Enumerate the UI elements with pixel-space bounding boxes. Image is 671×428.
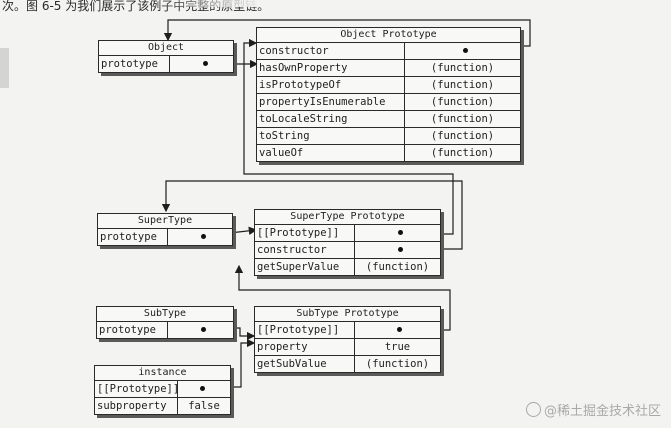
supertype-prototype-row: getSuperValue (function) <box>255 259 440 275</box>
row-value <box>177 381 230 397</box>
row-key: [[Prototype]] <box>257 227 340 239</box>
subtype-prototype-row: [[Prototype]] <box>255 322 440 339</box>
row-key: valueOf <box>259 147 304 159</box>
arrow-supertype-proto-to-object-prototype <box>243 38 454 235</box>
juejin-logo-icon <box>525 402 541 417</box>
supertype-box: SuperType prototype <box>97 213 233 246</box>
pointer-dot <box>201 234 206 239</box>
row-key: constructor <box>257 244 327 256</box>
row-value: (function) <box>404 111 520 127</box>
row-key: subproperty <box>97 400 167 412</box>
object-prototype-row: valueOf (function) <box>257 145 520 161</box>
row-value <box>169 56 233 72</box>
row-value: (function) <box>404 145 520 161</box>
row-value <box>404 43 520 59</box>
instance-row: [[Prototype]] <box>95 381 230 398</box>
object-box: Object prototype <box>98 40 234 73</box>
subtype-row-prototype: prototype <box>97 322 233 338</box>
pointer-dot <box>463 48 468 53</box>
watermark: @稀土掘金技术社区 <box>525 400 661 419</box>
instance-row: subproperty false <box>95 398 230 414</box>
row-key: [[Prototype]] <box>257 324 340 336</box>
object-prototype-box: Object Prototype constructor hasOwnPrope… <box>256 27 521 162</box>
pointer-dot <box>200 386 205 391</box>
row-value <box>354 242 440 258</box>
arrow-constructor-to-supertype <box>161 180 463 250</box>
object-box-title: Object <box>99 41 233 56</box>
subtype-prototype-title: SubType Prototype <box>255 307 440 322</box>
pointer-dot <box>397 327 402 332</box>
row-key: constructor <box>259 45 329 57</box>
subtype-prototype-row: getSubValue (function) <box>255 356 440 372</box>
pointer-dot <box>203 61 208 66</box>
row-key: getSuperValue <box>257 261 340 273</box>
supertype-prototype-row: [[Prototype]] <box>255 225 440 242</box>
object-row-prototype: prototype <box>99 56 233 72</box>
row-key: toString <box>259 130 310 142</box>
row-value: true <box>354 339 440 355</box>
subtype-prototype-box: SubType Prototype [[Prototype]] property… <box>254 306 441 373</box>
subtype-box: SubType prototype <box>96 306 234 339</box>
subtype-prototype-row: property true <box>255 339 440 356</box>
pointer-dot <box>398 247 403 252</box>
row-value <box>167 322 233 338</box>
watermark-text: @稀土掘金技术社区 <box>543 404 661 419</box>
row-value: false <box>177 398 230 414</box>
row-key: prototype <box>100 231 157 243</box>
object-prototype-row: toString (function) <box>257 128 520 145</box>
object-prototype-row: isPrototypeOf (function) <box>257 77 520 94</box>
book-header-text: 次。图 6-5 为我们展示了该例子中完整的原型链。 <box>2 0 422 13</box>
row-key: isPrototypeOf <box>259 79 342 91</box>
supertype-prototype-row: constructor <box>255 242 440 259</box>
object-prototype-row: constructor <box>257 43 520 60</box>
pointer-dot <box>398 230 403 235</box>
row-value: (function) <box>354 356 440 372</box>
row-value: (function) <box>404 128 520 144</box>
row-key: prototype <box>99 324 156 336</box>
header-fade <box>152 0 422 7</box>
supertype-box-title: SuperType <box>98 214 232 229</box>
object-prototype-title: Object Prototype <box>257 28 520 43</box>
row-key: toLocaleString <box>259 113 348 125</box>
row-value <box>354 322 440 338</box>
instance-box: instance [[Prototype]] subproperty false <box>94 365 231 415</box>
row-value: (function) <box>354 259 440 275</box>
row-value: (function) <box>404 77 520 93</box>
row-key: [[Prototype]] <box>97 383 177 395</box>
row-value: (function) <box>404 94 520 110</box>
row-key: property <box>257 341 308 353</box>
pointer-dot <box>201 327 206 332</box>
row-value <box>167 229 232 245</box>
supertype-row-prototype: prototype <box>98 229 232 245</box>
supertype-prototype-box: SuperType Prototype [[Prototype]] constr… <box>254 209 441 276</box>
supertype-prototype-title: SuperType Prototype <box>255 210 440 225</box>
object-prototype-row: propertyIsEnumerable (function) <box>257 94 520 111</box>
row-key: propertyIsEnumerable <box>259 96 386 108</box>
object-prototype-row: toLocaleString (function) <box>257 111 520 128</box>
row-key: hasOwnProperty <box>259 62 348 74</box>
row-value <box>354 225 440 241</box>
row-value: (function) <box>404 60 520 76</box>
page-edge-band <box>0 48 9 88</box>
row-key: prototype <box>101 58 158 70</box>
instance-box-title: instance <box>95 366 230 381</box>
row-key: getSubValue <box>257 358 327 370</box>
subtype-box-title: SubType <box>97 307 233 322</box>
object-prototype-row: hasOwnProperty (function) <box>257 60 520 77</box>
